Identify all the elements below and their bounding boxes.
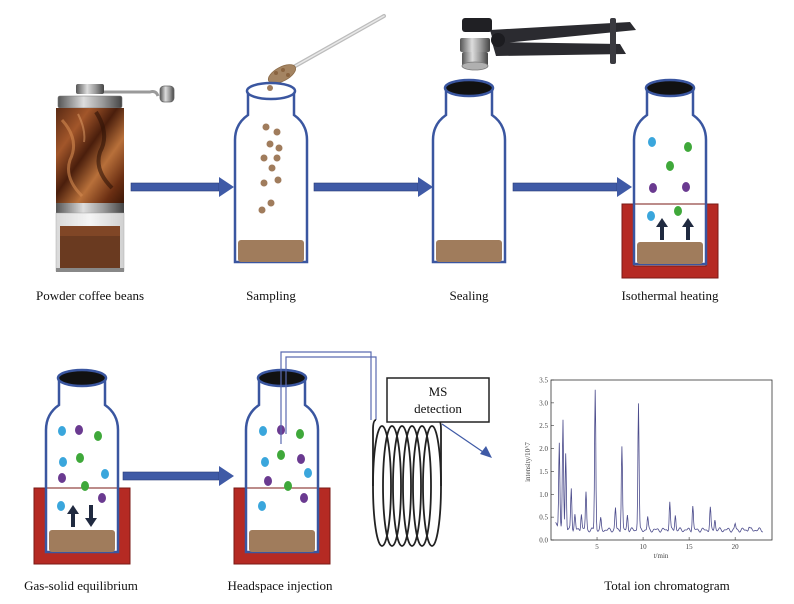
caption-sealing: Sealing (449, 288, 489, 303)
up-down-arrows-icon (67, 505, 97, 527)
vial-equilibrium (44, 368, 120, 554)
ms-line2: detection (414, 401, 462, 416)
caption-grinder: Powder coffee beans (35, 288, 145, 303)
ms-line1: MS (429, 384, 448, 399)
vial-sampling (233, 81, 309, 264)
flow-arrow-1 (130, 177, 234, 197)
x-axis-label: t/min (654, 552, 669, 560)
y-tick-label: 1.5 (539, 468, 548, 476)
y-tick-label: 2.0 (539, 445, 548, 453)
caption-equilibrium: Gas-solid equilibrium (24, 578, 138, 593)
flow-arrow-4 (122, 466, 234, 486)
tic-trace (555, 389, 764, 533)
y-axis: 0.0 0.5 1.0 1.5 2.0 2.5 3.0 3.5 (539, 377, 554, 545)
caption-sampling: Sampling (246, 288, 296, 303)
transfer-line (280, 351, 377, 444)
spoon-icon (267, 14, 386, 84)
y-tick-label: 0.5 (539, 514, 548, 522)
chromatogram-chart: 0.0 0.5 1.0 1.5 2.0 2.5 3.0 3.5 5 10 15 20 intensi… (524, 377, 773, 560)
caption-injection: Headspace injection (227, 578, 333, 593)
y-tick-label: 3.5 (539, 377, 548, 385)
volatile-molecules-3 (258, 425, 312, 511)
vial-sealing (431, 78, 507, 264)
volatile-molecules-1 (647, 137, 692, 221)
x-axis: 5 10 15 20 (595, 537, 739, 551)
caption-heating: Isothermal heating (621, 288, 719, 303)
y-tick-label: 0.0 (539, 537, 548, 545)
vial-heating (632, 78, 708, 266)
volatile-molecules-2 (57, 425, 109, 511)
vial-injection (244, 368, 320, 554)
flow-arrow-3 (512, 177, 632, 197)
flow-arrow-2 (313, 177, 433, 197)
x-tick-label: 10 (640, 543, 648, 551)
detector-arrow (441, 423, 492, 458)
crimper-icon (460, 18, 636, 71)
y-tick-label: 3.0 (539, 399, 548, 407)
ms-detection-box: MS detection (386, 377, 490, 423)
coil-icon (372, 419, 442, 547)
y-axis-label: intensity/10^7 (524, 442, 532, 482)
y-tick-label: 2.5 (539, 422, 548, 430)
heater-icon (621, 203, 719, 279)
x-tick-label: 5 (595, 543, 599, 551)
falling-particles (258, 85, 283, 214)
plot-frame (550, 379, 773, 541)
x-tick-label: 15 (686, 543, 694, 551)
x-tick-label: 20 (732, 543, 740, 551)
coffee-grinder-icon (55, 84, 175, 272)
caption-chromatogram: Total ion chromatogram (604, 578, 730, 593)
up-arrows-icon (656, 218, 694, 240)
y-tick-label: 1.0 (539, 491, 548, 499)
